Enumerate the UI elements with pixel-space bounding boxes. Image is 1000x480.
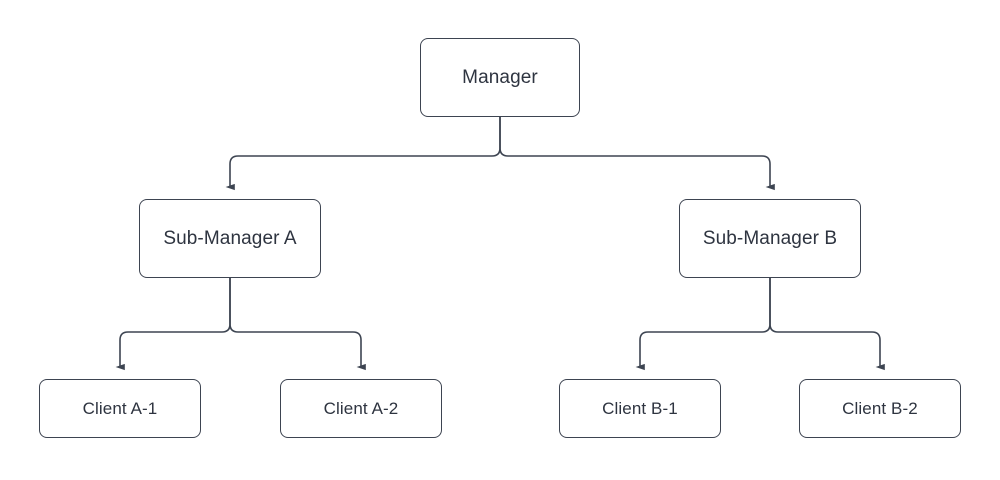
- node-client-a-1[interactable]: Client A-1: [39, 379, 201, 438]
- node-client-b-1-label: Client B-1: [602, 399, 678, 418]
- node-client-a-2-label: Client A-2: [323, 399, 399, 418]
- node-sub-manager-a-label: Sub-Manager A: [163, 228, 297, 249]
- node-client-a-1-label: Client A-1: [82, 399, 158, 418]
- node-sub-manager-b[interactable]: Sub-Manager B: [679, 199, 861, 278]
- node-client-a-2[interactable]: Client A-2: [280, 379, 442, 438]
- node-manager-label: Manager: [462, 67, 538, 88]
- node-client-b-2[interactable]: Client B-2: [799, 379, 961, 438]
- edge-sub-a-client-a-1: [115, 278, 231, 371]
- node-sub-manager-a[interactable]: Sub-Manager A: [139, 199, 321, 278]
- node-client-b-2-label: Client B-2: [842, 399, 918, 418]
- node-manager[interactable]: Manager: [420, 38, 580, 117]
- edge-sub-b-client-b-1: [635, 278, 771, 371]
- edge-sub-a-client-a-2: [229, 278, 366, 371]
- edge-sub-b-client-b-2: [769, 278, 885, 371]
- node-sub-manager-b-label: Sub-Manager B: [702, 228, 838, 249]
- edge-manager-sub-a: [225, 117, 501, 191]
- node-client-b-1[interactable]: Client B-1: [559, 379, 721, 438]
- edge-manager-sub-b: [499, 117, 775, 191]
